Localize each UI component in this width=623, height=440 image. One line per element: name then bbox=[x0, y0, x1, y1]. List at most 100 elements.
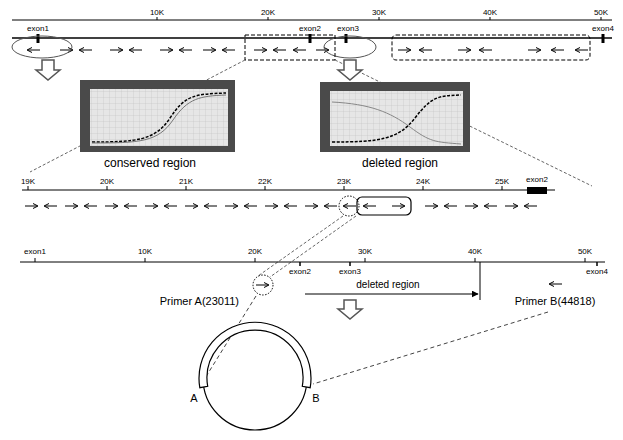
drawing-part bbox=[284, 204, 297, 209]
drawing-part bbox=[332, 95, 461, 142]
primer-label: Primer A(23011) bbox=[159, 296, 240, 307]
ruler-label: 30K bbox=[357, 248, 373, 256]
exon-label: exon3 bbox=[336, 25, 360, 33]
dotted-circle bbox=[253, 275, 273, 295]
highlight-ellipse bbox=[324, 36, 376, 58]
drawing-part bbox=[80, 80, 235, 152]
drawing-part bbox=[320, 82, 470, 152]
ruler-line bbox=[22, 190, 555, 191]
zoom-line bbox=[258, 216, 343, 276]
dotted-circle bbox=[339, 196, 359, 216]
exon-bar bbox=[527, 187, 547, 194]
projection-line bbox=[313, 312, 548, 384]
drawing-part bbox=[145, 204, 158, 209]
drawing-part bbox=[363, 204, 376, 209]
projection-line bbox=[202, 296, 256, 383]
primer-label: Primer B(44818) bbox=[514, 296, 597, 307]
drawing-part bbox=[505, 204, 518, 209]
deletion-end bbox=[480, 262, 481, 300]
drawing-part bbox=[330, 91, 463, 146]
drawing-part bbox=[124, 204, 137, 209]
drawing-part bbox=[330, 91, 463, 146]
drawing-part bbox=[332, 102, 461, 144]
ruler-label: 24K bbox=[415, 178, 431, 186]
drawing-part bbox=[204, 204, 217, 209]
drawing-part bbox=[458, 48, 471, 53]
ruler-line bbox=[12, 20, 612, 21]
drawing-part bbox=[343, 204, 356, 209]
ruler-label: 22K bbox=[257, 178, 273, 186]
drawing-part bbox=[92, 95, 226, 143]
qpcr-chart bbox=[80, 80, 235, 152]
ruler-label: 20K bbox=[247, 248, 263, 256]
repeat-arrows bbox=[27, 48, 588, 53]
drawing-part bbox=[575, 48, 588, 53]
drawing-part bbox=[425, 204, 438, 209]
drawing-part bbox=[524, 204, 537, 209]
ruler-label: 10K bbox=[137, 248, 153, 256]
drawing-part bbox=[222, 48, 235, 53]
solid-box bbox=[357, 197, 411, 215]
hollow-arrow bbox=[338, 300, 362, 319]
drawing-part bbox=[484, 204, 497, 209]
drawing-part bbox=[244, 204, 257, 209]
drawing-part bbox=[273, 48, 286, 53]
exon-label: exon1 bbox=[23, 248, 47, 256]
ruler-ticks bbox=[35, 258, 585, 262]
ruler-label: 40K bbox=[482, 9, 498, 17]
drawing-part bbox=[419, 48, 432, 53]
ruler-label: 50K bbox=[577, 248, 593, 256]
exon-label: exon2 bbox=[298, 25, 322, 33]
drawing-part bbox=[160, 48, 173, 53]
hollow-arrow bbox=[338, 60, 362, 80]
ruler-label: 21K bbox=[178, 178, 194, 186]
drawing-part bbox=[27, 48, 40, 53]
zoom-line bbox=[30, 60, 245, 172]
exon-ticks bbox=[300, 262, 597, 266]
primer-arrow bbox=[256, 283, 269, 288]
drawing-part bbox=[25, 204, 38, 209]
drawing-part bbox=[528, 48, 541, 53]
qpcr-chart bbox=[320, 82, 470, 152]
drawing-part bbox=[392, 204, 405, 209]
deletion-arrow bbox=[305, 294, 478, 295]
ruler-label: 50K bbox=[593, 9, 609, 17]
region-label: deleted region bbox=[361, 157, 439, 169]
drawing-part bbox=[110, 48, 123, 53]
drawing-part bbox=[84, 204, 97, 209]
ruler-label: 19K bbox=[20, 178, 36, 186]
drawing-part bbox=[254, 48, 267, 53]
ruler-label: 30K bbox=[371, 9, 387, 17]
drawing-part bbox=[164, 204, 177, 209]
ruler-ticks bbox=[157, 17, 601, 20]
drawing-part bbox=[444, 204, 457, 209]
ruler-label: 23K bbox=[336, 178, 352, 186]
drawing-part bbox=[65, 204, 78, 209]
drawing-part bbox=[129, 48, 142, 53]
drawing-part bbox=[225, 204, 238, 209]
drawing-part bbox=[203, 48, 216, 53]
drawing-part bbox=[324, 204, 337, 209]
end-label: A bbox=[189, 393, 198, 404]
drawing-part bbox=[44, 204, 57, 209]
drawing-part bbox=[479, 48, 492, 53]
exon-label: exon4 bbox=[591, 25, 615, 33]
exon-label: exon2 bbox=[288, 268, 312, 276]
ruler-ticks bbox=[28, 186, 502, 190]
drawing-part bbox=[265, 204, 278, 209]
primer-arrow bbox=[549, 282, 562, 287]
dashed-region bbox=[392, 35, 590, 60]
exon-label: exon4 bbox=[585, 268, 609, 276]
ruler-label: 25K bbox=[494, 178, 510, 186]
drawing-part bbox=[79, 48, 92, 53]
drawing-part bbox=[90, 89, 228, 146]
drawing-part bbox=[465, 204, 478, 209]
ruler-line bbox=[20, 262, 605, 263]
drawing-part bbox=[293, 48, 306, 53]
ruler-label: 20K bbox=[260, 9, 276, 17]
drawing-part bbox=[179, 48, 192, 53]
exon-label: exon3 bbox=[338, 268, 362, 276]
gene-line bbox=[12, 37, 612, 39]
end-label: B bbox=[311, 393, 320, 404]
